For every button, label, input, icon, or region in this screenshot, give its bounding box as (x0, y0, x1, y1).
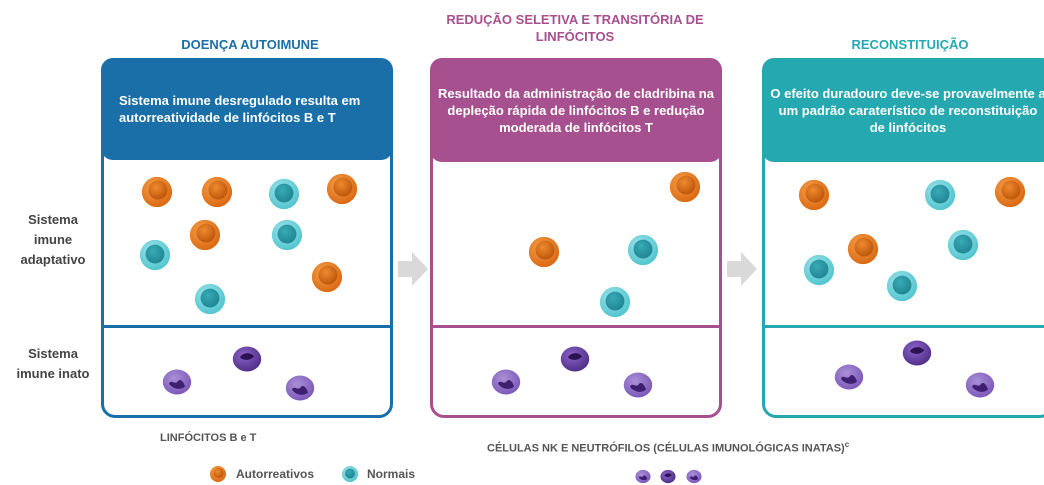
footer-nk-text: CÉLULAS NK E NEUTRÓFILOS (CÉLULAS IMUNOL… (487, 442, 845, 455)
normal-cell (138, 238, 172, 272)
normal-cell (267, 177, 301, 211)
panel-divider (765, 325, 1044, 328)
legend-autoreactive-icon (209, 465, 227, 483)
innate-cell (230, 343, 264, 375)
autoreactive-cell (200, 175, 234, 209)
normal-cell (270, 218, 304, 252)
autoreactive-cell (140, 175, 174, 209)
panel-divider (433, 325, 719, 328)
legend-normal-icon (341, 465, 359, 483)
legend-innate-icon (634, 468, 652, 485)
innate-cell (832, 361, 866, 393)
header-reduction: Resultado da administração de cladribina… (430, 58, 722, 162)
footer-lymphocytes-label: LINFÓCITOS B e T (160, 432, 257, 444)
innate-cell (621, 369, 655, 401)
header-autoimmune: Sistema imune desregulado resulta em aut… (101, 58, 393, 160)
legend-normal-label: Normais (367, 467, 416, 481)
footer-nk-superscript: c (844, 440, 850, 449)
column-title-reduction: REDUÇÃO SELETIVA E TRANSITÓRIA DE LINFÓC… (446, 12, 704, 44)
normal-cell (598, 285, 632, 319)
column-title-autoimmune: DOENÇA AUTOIMUNE (181, 37, 319, 52)
normal-cell (802, 253, 836, 287)
autoreactive-cell (668, 170, 702, 204)
autoreactive-cell (527, 235, 561, 269)
normal-cell (193, 282, 227, 316)
normal-cell (885, 269, 919, 303)
normal-cell (626, 233, 660, 267)
column-title-reconstitution: RECONSTITUIÇÃO (851, 37, 969, 52)
arrow-right-icon (727, 252, 757, 286)
legend-autoreactive-label: Autorreativos (236, 467, 315, 481)
row-label-innate: Sistema imune inato (16, 346, 90, 381)
innate-cell (900, 337, 934, 369)
legend-innate-icon (659, 468, 677, 485)
innate-cell (963, 369, 997, 401)
footer-nk-label: CÉLULAS NK E NEUTRÓFILOS (CÉLULAS IMUNOL… (487, 440, 849, 455)
autoreactive-cell (846, 232, 880, 266)
legend-innate-icon (685, 468, 703, 485)
row-label-adaptive: Sistema imune adaptativo (20, 212, 86, 267)
panel-divider (104, 325, 390, 328)
innate-cell (160, 366, 194, 398)
autoreactive-cell (797, 178, 831, 212)
innate-cell (558, 343, 592, 375)
normal-cell (923, 178, 957, 212)
header-reconstitution: O efeito duradouro deve-se provavelmente… (762, 58, 1044, 162)
innate-cell (489, 366, 523, 398)
normal-cell (946, 228, 980, 262)
autoreactive-cell (310, 260, 344, 294)
innate-cell (283, 372, 317, 404)
autoreactive-cell (993, 175, 1027, 209)
arrow-right-icon (398, 252, 428, 286)
autoreactive-cell (325, 172, 359, 206)
autoreactive-cell (188, 218, 222, 252)
